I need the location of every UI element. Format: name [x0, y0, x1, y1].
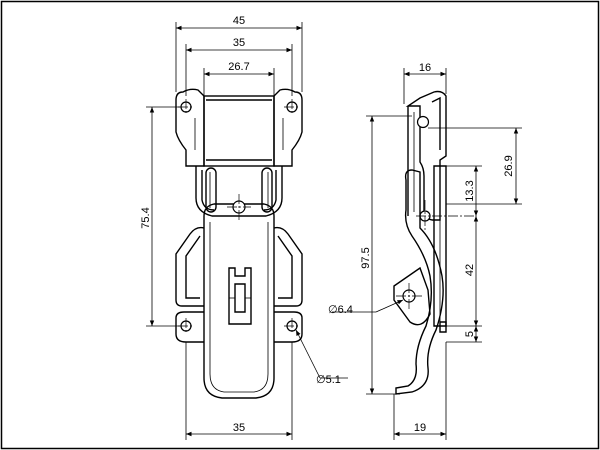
- dim-front-bracket-width: 35: [233, 37, 245, 49]
- dim-side-height: 97.5: [360, 247, 372, 268]
- dim-front-hole-diameter: ∅5.1: [316, 374, 341, 386]
- front-view: 45 35 26.7 75.4 ∅5.1 35: [140, 15, 348, 440]
- dim-side-pivot-diameter: ∅6.4: [328, 304, 353, 316]
- side-view: 16 97.5 26.9 13.3 42 5 ∅6.4 19: [328, 62, 522, 440]
- dim-side-top-depth: 16: [419, 62, 431, 74]
- dim-side-base-depth: 19: [414, 422, 426, 434]
- dim-side-offset-d: 5: [464, 331, 476, 337]
- dim-front-base-width: 35: [233, 422, 245, 434]
- dim-front-hole-spacing: 75.4: [140, 207, 152, 228]
- dim-front-inner-width: 26.7: [228, 61, 249, 73]
- dim-front-overall-width: 45: [233, 15, 245, 27]
- dim-side-offset-c: 42: [464, 264, 476, 276]
- dim-side-offset-b: 13.3: [464, 180, 476, 201]
- dim-side-offset-a: 26.9: [503, 155, 515, 176]
